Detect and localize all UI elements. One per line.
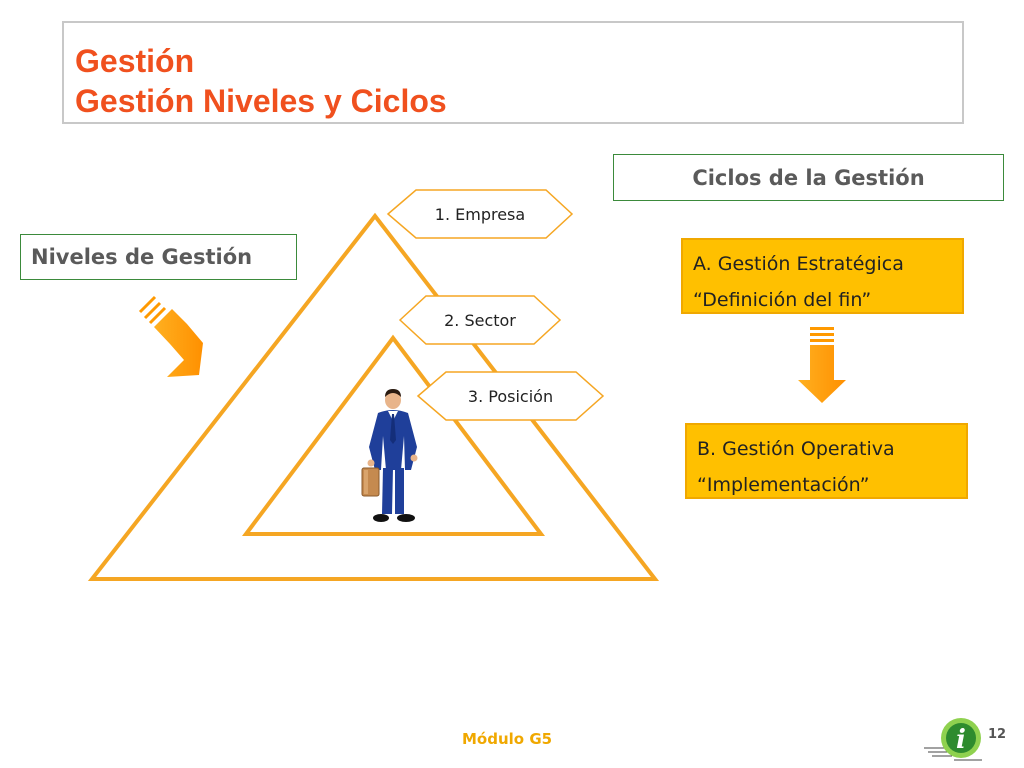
- level-hex-posicion: [416, 371, 605, 421]
- info-logo-icon: [924, 718, 982, 761]
- phase-a-title: A. Gestión Estratégica: [693, 253, 904, 275]
- level-hex-empresa: [386, 189, 574, 239]
- inner-pyramid: [242, 334, 546, 536]
- level-hex-sector: [398, 295, 562, 345]
- footer-module: Módulo G5: [462, 730, 553, 748]
- niveles-label-box: Niveles de Gestión: [20, 234, 297, 280]
- level-label-sector: 2. Sector: [444, 310, 516, 330]
- title-box: Gestión Gestión Niveles y Ciclos: [62, 21, 964, 124]
- page-subtitle: Gestión Niveles y Ciclos: [75, 83, 447, 119]
- ciclos-label-box: Ciclos de la Gestión: [613, 154, 1004, 201]
- down-arrow-icon: [798, 327, 846, 403]
- phase-a-subtitle: “Definición del fin”: [693, 289, 872, 311]
- phase-a-box: A. Gestión Estratégica “Definición del f…: [681, 238, 964, 314]
- phase-b-title: B. Gestión Operativa: [697, 438, 895, 460]
- level-label-empresa: 1. Empresa: [434, 204, 526, 224]
- phase-b-subtitle: “Implementación”: [697, 474, 870, 496]
- page-title: Gestión: [75, 43, 195, 79]
- businessman-icon: [361, 389, 418, 522]
- page-number: 12: [988, 727, 1007, 742]
- phase-b-box: B. Gestión Operativa “Implementación”: [685, 423, 968, 499]
- diagonal-arrow-icon: [138, 295, 203, 377]
- info-logo-letter: i: [956, 725, 966, 755]
- level-label-posicion: 3. Posición: [467, 386, 554, 406]
